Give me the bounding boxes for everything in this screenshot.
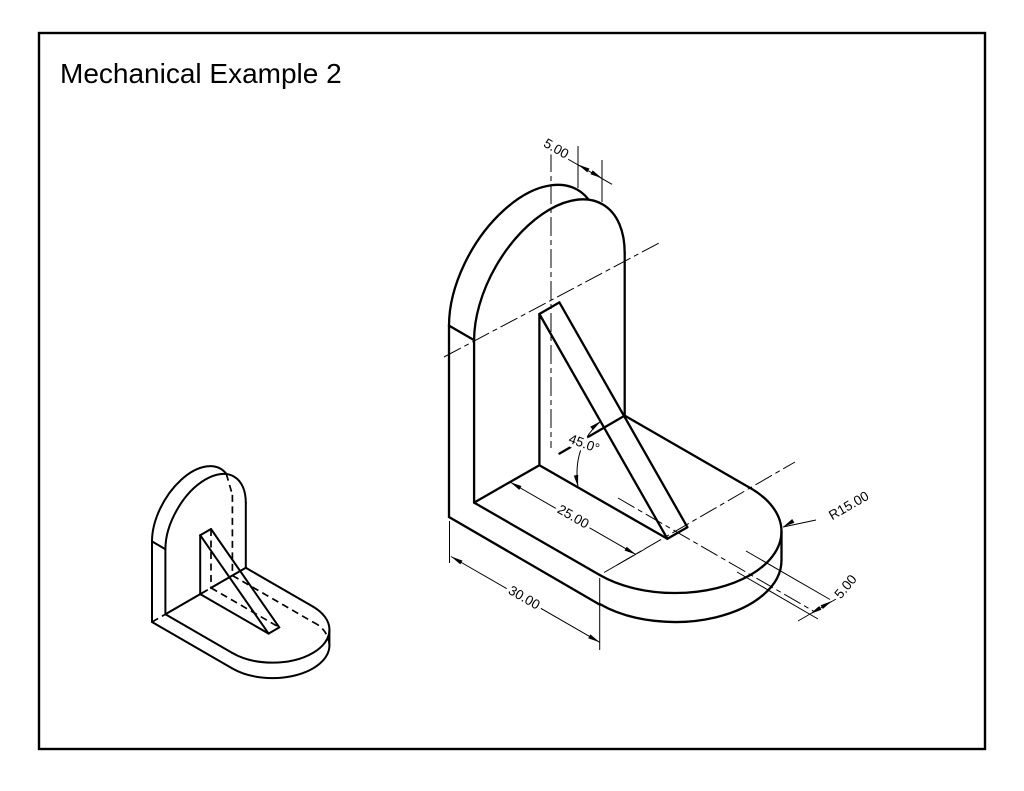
dim-inner-length-label: 25.00 <box>555 502 592 532</box>
arch-springing-centerline <box>443 241 662 358</box>
arrow-angle-bottom <box>573 474 579 487</box>
large-view-visible-edges <box>449 158 826 647</box>
dim-wall-thickness-label: 5.00 <box>541 136 571 162</box>
dimension-arrowheads <box>451 164 832 643</box>
dim-end-radius-label: R15.00 <box>826 488 871 523</box>
small-isometric-view <box>152 452 353 692</box>
dim-base-length-label: 30.00 <box>506 583 543 613</box>
small-wall-springing-edge <box>151 540 167 551</box>
dim-line-base-length <box>450 556 600 643</box>
rib-hypotenuse-far <box>558 301 689 529</box>
ext-line-inner-length-1 <box>478 476 520 501</box>
rib-hypotenuse-near <box>538 312 669 540</box>
arrow-wall-thickness-right <box>590 170 602 179</box>
arch-front-arc <box>474 166 625 340</box>
centerlines <box>443 153 816 613</box>
arch-back-arc <box>449 158 588 325</box>
arrow-base-thickness-lower <box>810 606 822 614</box>
drawing-title: Mechanical Example 2 <box>60 58 342 89</box>
arrow-inner-length-left <box>510 482 522 490</box>
arrow-inner-length-right <box>624 546 636 555</box>
small-base-top-edge <box>164 613 234 654</box>
hidden-rib-far-bottom-edge <box>210 587 280 629</box>
small-rib-hypotenuse-far <box>210 528 281 629</box>
small-cap-bottom-arc <box>232 629 341 692</box>
small-base-far-top-edge <box>244 566 314 608</box>
base-y-centerline <box>616 461 796 566</box>
hidden-back-arc-end <box>225 473 234 496</box>
small-arch-back-arc <box>152 452 226 541</box>
large-isometric-view: 5.00 45.0° 25.00 30.00 R15.00 5.00 <box>444 136 871 650</box>
arrow-base-length-left <box>451 556 463 565</box>
base-top-edge <box>472 501 601 577</box>
rib-bottom-right-edge <box>666 526 689 540</box>
small-arch-front-arc <box>165 456 245 549</box>
dim-line-wall-thickness <box>544 145 613 185</box>
small-rib-bottom-right-edge <box>267 626 281 635</box>
dimension-labels: 5.00 45.0° 25.00 30.00 R15.00 5.00 <box>502 132 874 616</box>
dim-line-inner-length <box>509 481 637 556</box>
dimension-lines <box>449 145 844 650</box>
dim-base-thickness-label: 5.00 <box>831 572 859 602</box>
leader-line-radius <box>782 519 817 528</box>
hidden-cap-bottom-arc <box>312 621 331 646</box>
small-view-hidden-edges <box>151 473 331 646</box>
small-base-bottom-edge <box>151 621 234 670</box>
arrow-base-thickness-upper <box>820 601 832 609</box>
arrow-wall-thickness-left <box>578 164 590 173</box>
base-far-top-edge <box>623 414 752 490</box>
wall-springing-edge <box>447 324 476 342</box>
arrow-angle-top <box>590 421 601 431</box>
hidden-base-far-bottom-edge <box>231 574 314 623</box>
small-cap-top-arc <box>232 607 353 677</box>
arrow-base-length-right <box>588 634 600 643</box>
base-bottom-edge <box>447 515 601 606</box>
dim-line-base-thickness <box>797 594 844 622</box>
dim-rib-angle-label: 45.0° <box>567 431 602 456</box>
ext-line-inner-length-2 <box>603 548 646 573</box>
arrow-radius-leader <box>783 519 795 527</box>
small-rib-bottom-edge <box>199 593 270 635</box>
sheet-border <box>37 31 987 751</box>
small-rib-hypotenuse-near <box>199 534 270 635</box>
ext-line-base-thickness-2 <box>736 571 819 620</box>
rib-top-edge <box>538 301 561 316</box>
small-view-visible-edges <box>152 452 353 692</box>
inner-corner-right <box>558 414 626 455</box>
small-inner-corner-left <box>164 593 202 616</box>
rib-bottom-edge <box>538 464 669 540</box>
cap-bottom-arc <box>600 530 804 648</box>
small-rib-top-edge <box>199 528 212 537</box>
ext-line-base-thickness-1 <box>745 550 831 600</box>
base-x-centerline <box>617 497 816 613</box>
